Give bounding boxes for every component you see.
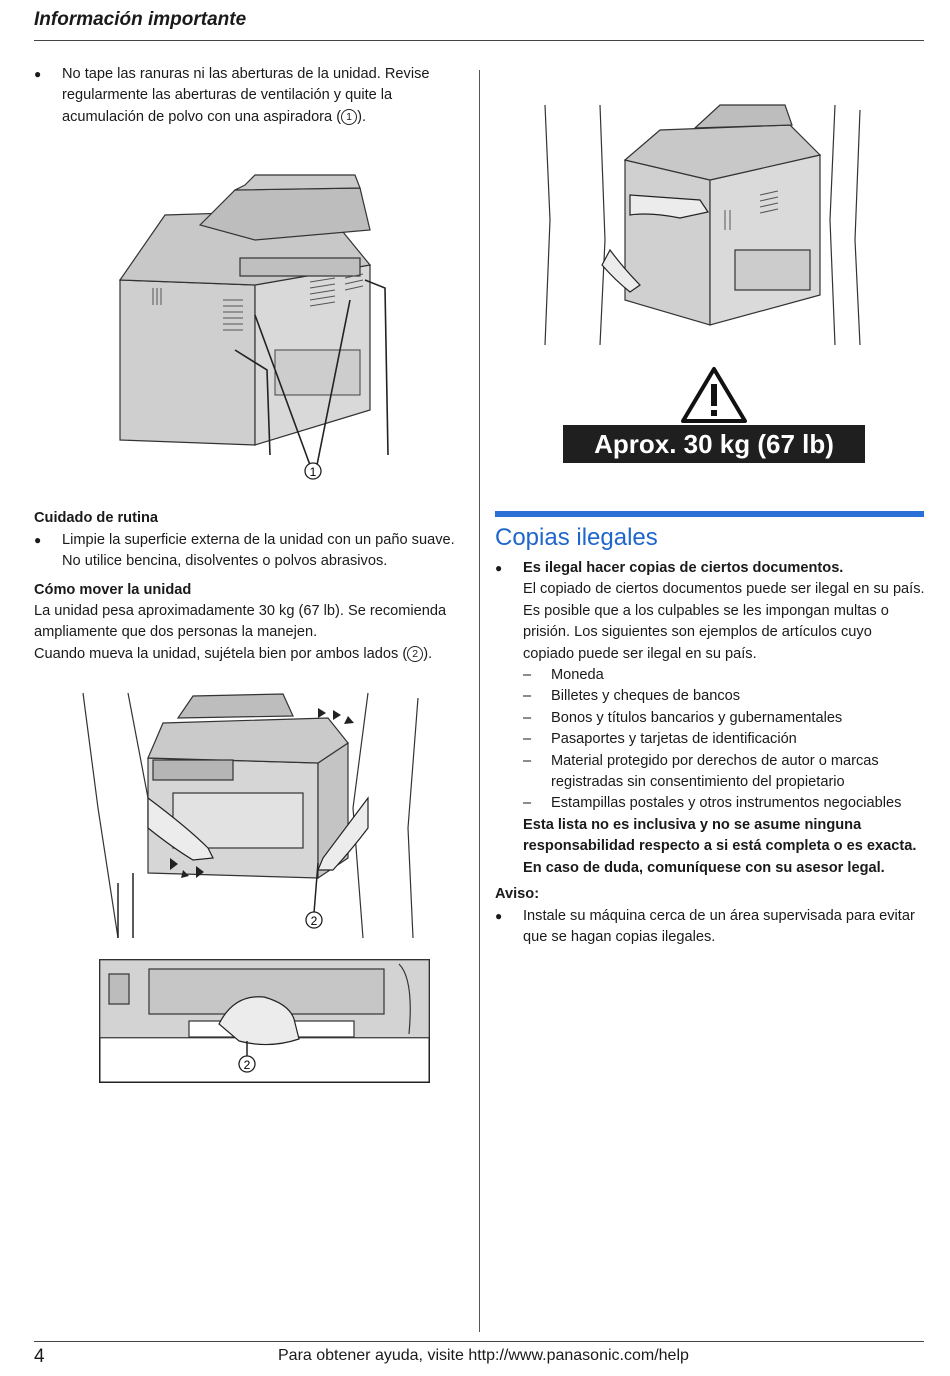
section-title: Copias ilegales xyxy=(495,524,658,551)
footer-help-text: Para obtener ayuda, visite http://www.pa… xyxy=(278,1347,689,1364)
routine-bullet: ● Limpie la superficie externa de la uni… xyxy=(34,530,464,573)
figure1-callout: 1 xyxy=(310,465,317,479)
figure2-callout: 2 xyxy=(311,914,318,928)
list-item-text: Billetes y cheques de bancos xyxy=(551,688,741,705)
list-item: –Estampillas postales y otros instrument… xyxy=(523,795,902,812)
callout-ref-1: 1 xyxy=(341,108,358,125)
callout-ref-2: 2 xyxy=(407,646,424,662)
illegal-copies-bullet: ● Es ilegal hacer copias de ciertos docu… xyxy=(495,558,925,879)
routine-heading: Cuidado de rutina xyxy=(34,510,159,526)
list-item: –Bonos y títulos bancarios y gubernament… xyxy=(523,709,843,726)
list-item-text: Pasaportes y tarjetas de identificación xyxy=(551,731,797,748)
column-divider xyxy=(479,70,480,1332)
bullet-body: El copiado de ciertos documentos puede s… xyxy=(523,581,925,662)
list-item: –Moneda xyxy=(523,667,604,684)
figure-handle-grip-closeup: 2 xyxy=(99,959,430,1083)
list-item-text: Material protegido por derechos de autor… xyxy=(551,752,879,791)
list-item: –Billetes y cheques de bancos xyxy=(523,688,741,705)
list-item-text: Estampillas postales y otros instrumento… xyxy=(551,795,902,812)
aviso-text: Instale su máquina cerca de un área supe… xyxy=(523,908,915,946)
bullet-dot: ● xyxy=(495,909,503,923)
bullet-dot: ● xyxy=(495,561,503,575)
figure-carrying-printer: 2 xyxy=(82,692,419,938)
routine-text: Limpie la superficie externa de la unida… xyxy=(62,532,455,570)
bold-note: Esta lista no es inclusiva y no se asume… xyxy=(523,816,917,876)
figure-carrying-printer-rear xyxy=(544,104,861,345)
list-item-text: Moneda xyxy=(551,667,604,684)
moving-line1: La unidad pesa aproximadamente 30 kg (67… xyxy=(34,603,447,641)
moving-line2-end: ). xyxy=(423,646,433,662)
footer-rule xyxy=(34,1341,924,1342)
weight-badge: Aprox. 30 kg (67 lb) xyxy=(563,425,865,463)
intro-bullet: ● No tape las ranuras ni las aberturas d… xyxy=(34,64,454,128)
intro-text: No tape las ranuras ni las aberturas de … xyxy=(62,66,430,125)
aviso-bullet: ● Instale su máquina cerca de un área su… xyxy=(495,906,925,949)
moving-line2: Cuando mueva la unidad, sujétela bien po… xyxy=(34,644,464,665)
section-accent-bar xyxy=(495,511,924,517)
dash-list: –Moneda –Billetes y cheques de bancos –B… xyxy=(523,665,925,815)
bullet-heading: Es ilegal hacer copias de ciertos docume… xyxy=(523,560,844,576)
list-item: –Material protegido por derechos de auto… xyxy=(523,752,879,791)
figure3-callout: 2 xyxy=(244,1058,251,1072)
intro-text-end: ). xyxy=(357,108,366,125)
list-item-text: Bonos y títulos bancarios y gubernamenta… xyxy=(551,709,843,726)
bullet-dot: ● xyxy=(34,533,42,547)
figure-printer-rear-vents: 1 xyxy=(118,174,389,480)
aviso-heading: Aviso: xyxy=(495,886,540,902)
list-item: –Pasaportes y tarjetas de identificación xyxy=(523,731,797,748)
page-number: 4 xyxy=(34,1346,45,1367)
bullet-dot: ● xyxy=(34,67,42,81)
moving-line2-text: Cuando mueva la unidad, sujétela bien po… xyxy=(34,646,408,662)
header-rule xyxy=(34,40,924,41)
page-header-title: Información importante xyxy=(34,9,247,30)
warning-triangle-icon xyxy=(681,367,747,423)
moving-heading: Cómo mover la unidad xyxy=(34,582,192,598)
